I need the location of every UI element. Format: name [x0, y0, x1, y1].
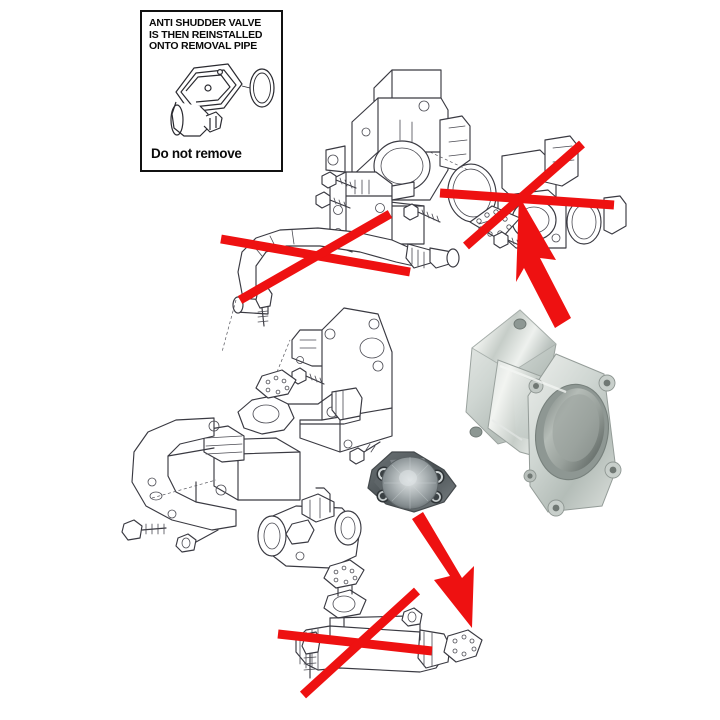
part-nut-cooler-b — [175, 529, 219, 553]
part-egr-cooler — [203, 369, 363, 501]
part-egr-valve-secondary — [497, 135, 627, 249]
part-cooler-bracket — [131, 417, 237, 531]
marking-arrow-to-lower-pipe — [412, 512, 474, 628]
photo-blanking-plate — [367, 451, 457, 513]
part-bolt-centre-b — [349, 441, 381, 465]
part-flange-lower — [323, 589, 367, 635]
instruction-note-box: ANTI SHUDDER VALVE IS THEN REINSTALLED O… — [140, 10, 283, 172]
part-lower-valve-assembly — [257, 487, 362, 569]
marking-cross-out-upper-pipe — [220, 210, 411, 304]
marking-arrow-to-egr-valve — [516, 196, 571, 328]
part-nut-lower-pipe — [401, 607, 423, 627]
photo-replacement-spacer-pipe — [465, 309, 622, 517]
part-gasket-lower — [323, 559, 365, 589]
part-bolt-upper-a — [321, 171, 357, 189]
anti-shudder-valve-illustration — [170, 63, 275, 137]
marking-cross-out-egr-valve — [439, 140, 615, 250]
instruction-footer: Do not remove — [151, 146, 242, 161]
marking-cross-out-lower-pipe — [277, 587, 433, 699]
part-bolt-upper-b — [315, 191, 351, 209]
part-mounting-bracket-centre — [291, 307, 393, 453]
instruction-heading: ANTI SHUDDER VALVE IS THEN REINSTALLED O… — [149, 17, 263, 53]
part-bolt-upper-c — [403, 203, 441, 223]
part-bolt-centre-a — [291, 367, 325, 385]
part-bolt-cooler-a — [121, 519, 167, 541]
part-egr-feed-pipe — [232, 227, 460, 315]
